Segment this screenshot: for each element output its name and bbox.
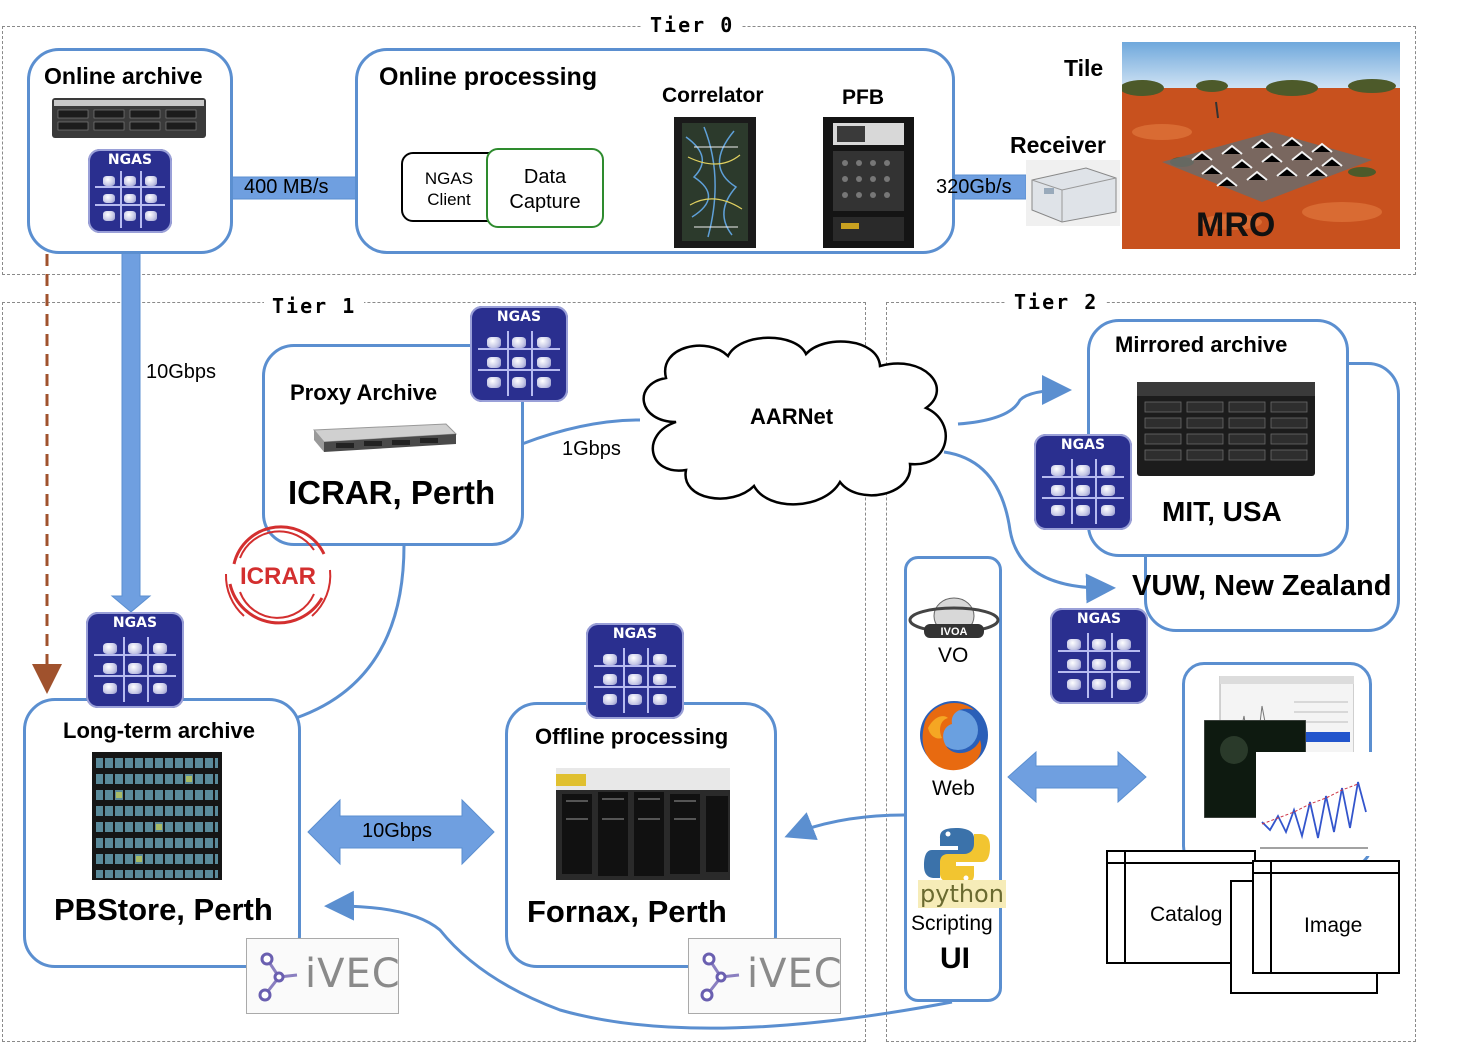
ngas-online-archive-icon: NGAS <box>88 149 172 233</box>
offline-processing-location: Fornax, Perth <box>527 894 727 929</box>
proxy-aarnet-link <box>521 418 641 446</box>
scripting-label: Scripting <box>911 912 993 935</box>
ivec-logo-right: iVEC <box>688 938 843 1014</box>
mirrored-server-photo <box>1137 382 1315 476</box>
long-term-archive-title: Long-term archive <box>63 718 255 743</box>
online-processing-title: Online processing <box>379 63 598 91</box>
image-window-titlebar <box>1252 860 1400 874</box>
fornax-cluster-photo <box>556 768 730 880</box>
vuw-location: VUW, New Zealand <box>1132 570 1392 602</box>
offline-processing-title: Offline processing <box>535 724 729 749</box>
ivec-molecule-icon <box>700 952 740 1002</box>
online-archive-title: Online archive <box>44 63 203 89</box>
ngas-label: NGAS <box>112 615 158 631</box>
ngas-label: NGAS <box>612 626 658 642</box>
ui-offline-link <box>784 812 905 841</box>
mro-label: MRO <box>1196 206 1276 244</box>
long-term-archive-location: PBStore, Perth <box>54 892 273 927</box>
ivoa-label: IVOA <box>941 626 968 638</box>
data-capture-box <box>486 148 604 228</box>
catalog-window-titlebar <box>1106 850 1256 864</box>
ngas-client-label: NGAS Client <box>424 169 474 209</box>
ngas-label: NGAS <box>496 309 542 325</box>
proxy-server-icon <box>312 423 458 452</box>
lightcurve-plot-thumbnail <box>1256 752 1372 856</box>
catalog-label: Catalog <box>1150 903 1223 926</box>
mirrored-archive-location: MIT, USA <box>1162 496 1282 527</box>
ivec-logo-right-text: iVEC <box>747 951 843 997</box>
proxy-longterm-link <box>295 544 406 720</box>
correlator-photo <box>674 117 756 248</box>
receiver-photo <box>1026 160 1120 226</box>
mro-tile-photo <box>1122 42 1400 249</box>
aarnet-mirror-link <box>957 375 1072 426</box>
icrar-logo: ICRAR <box>224 525 332 625</box>
ngas-long-term-icon: NGAS <box>86 612 184 708</box>
icrar-logo-text: ICRAR <box>240 563 316 590</box>
ngas-label: NGAS <box>1076 611 1122 627</box>
proxy-archive-location: ICRAR, Perth <box>288 474 496 511</box>
longterm-offline-double-arrow <box>307 798 495 866</box>
link-400mbs-label: 400 MB/s <box>244 176 329 198</box>
tier2-label: Tier 2 <box>1006 290 1107 314</box>
ivec-molecule-icon <box>258 952 298 1002</box>
python-icon <box>924 828 990 884</box>
ngas-label: NGAS <box>1060 437 1106 453</box>
online-to-longterm-arrow <box>110 245 152 613</box>
tile-title: Tile <box>1064 55 1104 81</box>
ngas-client-box <box>401 152 501 222</box>
ui-label: UI <box>940 942 970 975</box>
image-window-sidebar <box>1270 860 1272 974</box>
ivec-logo-left: iVEC <box>246 938 401 1014</box>
ivec-logo-left-text: iVEC <box>305 951 401 997</box>
pfb-title: PFB <box>842 86 884 109</box>
receiver-title: Receiver <box>1010 132 1106 158</box>
ui-panel-box <box>904 556 1002 1002</box>
python-label: python <box>918 880 1006 908</box>
correlator-title: Correlator <box>662 84 764 107</box>
vo-saturn-icon: IVOA <box>908 597 1000 638</box>
tier0-label: Tier 0 <box>642 13 743 37</box>
tier1-label: Tier 1 <box>264 294 365 318</box>
ngas-proxy-archive-icon: NGAS <box>470 306 568 402</box>
firefox-web-icon <box>920 701 988 771</box>
ngas-offline-processing-icon: NGAS <box>586 623 684 719</box>
pfb-photo <box>823 117 914 248</box>
ngas-vuw-icon: NGAS <box>1050 608 1148 704</box>
image-label: Image <box>1304 914 1363 937</box>
tier1-frame <box>2 302 866 1042</box>
ui-longterm-link <box>324 890 953 1030</box>
ui-results-double-arrow <box>1007 750 1147 804</box>
tier2-frame <box>886 302 1416 1042</box>
data-capture-label: Data Capture <box>509 166 581 213</box>
aarnet-vuw-link <box>943 450 1116 604</box>
aarnet-cloud-icon <box>642 336 947 506</box>
rack-server-icon <box>52 98 206 138</box>
catalog-window-sidebar <box>1124 850 1126 964</box>
link-10gbps-horizontal-label: 10Gbps <box>362 820 433 842</box>
image-window-front <box>1252 860 1400 974</box>
proxy-archive-title: Proxy Archive <box>290 380 438 405</box>
ngas-label: NGAS <box>107 152 153 168</box>
vo-label: VO <box>938 644 969 667</box>
mirrored-archive-title: Mirrored archive <box>1115 332 1288 357</box>
link-320gbs-label: 320Gb/s <box>936 176 1012 198</box>
aarnet-label: AARNet <box>750 404 834 429</box>
web-label: Web <box>932 777 975 800</box>
ngas-mirrored-archive-icon: NGAS <box>1034 434 1132 530</box>
link-1gbps-label: 1Gbps <box>562 438 621 460</box>
tape-library-photo <box>92 752 222 880</box>
link-10gbps-vertical-label: 10Gbps <box>146 361 217 383</box>
